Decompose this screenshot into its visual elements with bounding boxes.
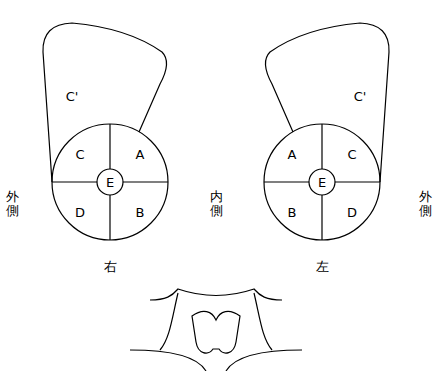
quadrant-line [109, 124, 110, 169]
side-caption: 右 [104, 260, 117, 273]
jaw-outline [150, 289, 282, 300]
thyroid-outline [192, 311, 240, 353]
clavicle-outline [130, 350, 206, 371]
quadrant-letter: A [288, 148, 297, 161]
quadrant-line [321, 195, 322, 240]
quadrant-letter: E [106, 176, 114, 189]
quadrant-letter: E [318, 176, 326, 189]
quadrant-letter: D [75, 206, 85, 219]
side-caption: 左 [316, 260, 329, 273]
clavicle-outline [226, 350, 302, 371]
axillary-tail [43, 23, 167, 182]
side-label: 外側 [419, 190, 432, 219]
quadrant-letter: A [136, 148, 145, 161]
neck-outline [254, 293, 272, 350]
breast-outline [264, 124, 380, 240]
quadrant-line [52, 181, 97, 182]
quadrant-letter: B [288, 206, 297, 219]
nipple-circle [309, 169, 335, 195]
quadrant-line [335, 181, 380, 182]
side-label: 内側 [210, 190, 223, 219]
quadrant-line [264, 181, 309, 182]
breast-outline [52, 124, 168, 240]
side-label: 外側 [6, 190, 19, 219]
quadrant-letter: C' [66, 90, 79, 103]
axillary-tail [265, 23, 389, 182]
quadrant-letter: C' [354, 90, 367, 103]
quadrant-letter: C [75, 148, 84, 161]
neck-outline [160, 293, 178, 350]
quadrant-letter: C [347, 148, 356, 161]
quadrant-line [123, 181, 168, 182]
nipple-circle [97, 169, 123, 195]
quadrant-letter: D [347, 206, 357, 219]
quadrant-letter: B [136, 206, 145, 219]
quadrant-line [321, 124, 322, 169]
quadrant-line [109, 195, 110, 240]
